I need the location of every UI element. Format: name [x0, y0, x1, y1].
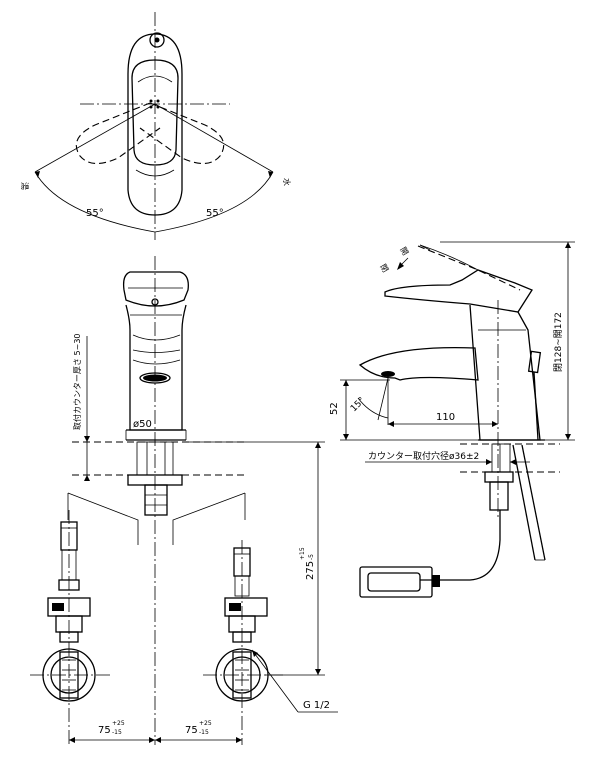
top-view: 湯 水 55° 55°: [20, 12, 292, 240]
spacing-left-tol-minus: -15: [112, 729, 122, 736]
height-tol-plus: +15: [299, 547, 306, 560]
faucet-body-side: [469, 304, 541, 441]
spacing-right-tol-minus: -15: [199, 729, 209, 736]
counter-thickness-label: 取付カウンター厚さ 5~30: [72, 333, 82, 430]
lever-height-label: 閉128~開172: [553, 312, 564, 372]
diameter-label: ø50: [133, 419, 152, 430]
thread-label: G 1/2: [303, 700, 330, 711]
height-tol-minus: -5: [308, 554, 315, 560]
angle-right-label: 55°: [206, 208, 224, 219]
angle-arc: [34, 171, 274, 233]
popup-control-box: [359, 566, 440, 598]
lever-swing-left: [75, 102, 161, 165]
knob-circle: [149, 32, 165, 48]
lever-top: [131, 59, 179, 166]
spacing-right-label: 75: [185, 725, 198, 736]
side-view: 開 閉 閉128~開172 52 15° 110 カウンター取付穴径ø3: [329, 241, 575, 598]
faucet-body-front: [125, 304, 187, 431]
angle-left-label: 55°: [86, 208, 104, 219]
hot-label: 湯: [20, 182, 30, 190]
supply-left: [30, 510, 110, 745]
supply-right: [203, 540, 283, 745]
spout-mouth: [139, 372, 171, 384]
front-view: ø50 取付カウンター厚さ 5~30: [30, 256, 338, 745]
faucet-body-top: [127, 33, 183, 216]
spacing-right-tol-plus: +25: [199, 720, 212, 727]
lever-swing-right: [139, 102, 225, 165]
mount-hole-label: カウンター取付穴径ø36±2: [368, 450, 479, 462]
spacing-left-label: 75: [98, 725, 111, 736]
spout-height-label: 52: [329, 402, 340, 415]
spacing-left-tol-plus: +25: [112, 720, 125, 727]
spout-side: [358, 346, 479, 381]
height-label: 275: [305, 561, 316, 580]
lever-front: [122, 271, 189, 307]
open-label: 開: [398, 246, 410, 257]
lever-side: [384, 269, 533, 313]
close-label: 閉: [378, 263, 390, 274]
spout-reach-label: 110: [436, 412, 455, 423]
cold-label: 水: [282, 178, 292, 186]
spout-angle-label: 15°: [349, 396, 367, 414]
